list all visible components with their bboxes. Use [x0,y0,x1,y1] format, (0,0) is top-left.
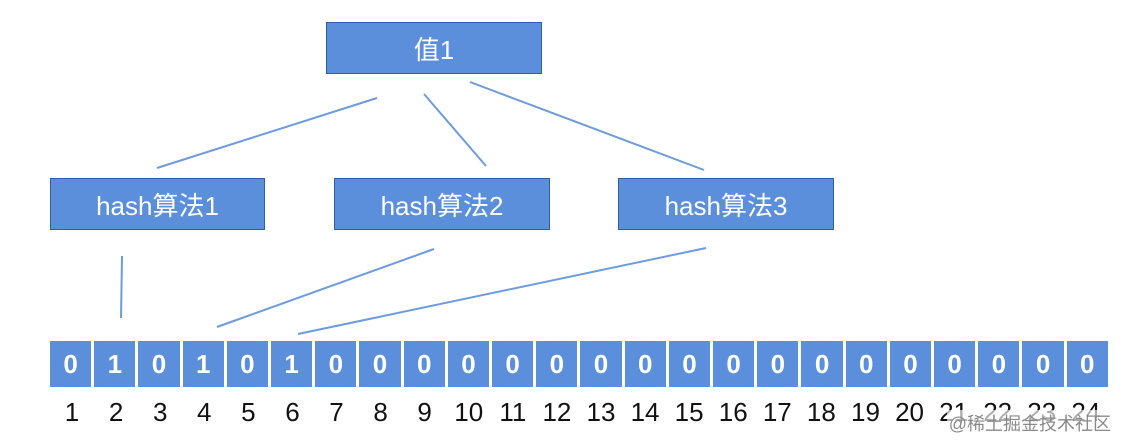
bit-index-label: 7 [329,396,344,427]
bit-index-label: 6 [285,396,300,427]
bit-index-label: 5 [241,396,256,427]
bit-index-label: 16 [718,396,748,427]
bit-cell: 0 [624,341,669,387]
connector-value-hash2 [423,93,487,167]
bit-cell: 0 [668,341,714,387]
bit-index-label: 3 [152,396,168,427]
bit-index-label: 17 [762,396,792,427]
bit-index-row: 123456789101112131415161718192021222324 [50,394,1108,430]
hash-function-3-box: hash算法3 [618,178,834,230]
bit-index-label: 19 [850,396,880,427]
bit-cell: 0 [934,341,979,387]
connector-value-hash3 [469,81,705,171]
bit-index-label: 4 [197,396,212,427]
bit-cell: 0 [50,341,95,387]
bit-index-label: 13 [586,396,616,427]
bit-index-label: 12 [542,396,572,427]
bit-index-label: 8 [373,396,388,427]
bit-cell: 1 [271,341,316,387]
bit-cell: 0 [315,341,360,387]
bit-cell: 0 [536,341,581,387]
bit-cell: 0 [359,341,404,387]
bit-cell: 0 [1066,341,1108,387]
connector-hash2-bit [216,248,435,328]
watermark: @稀土掘金技术社区 [946,410,1113,436]
connector-value-hash1 [156,97,378,169]
bit-index-label: 14 [630,396,660,427]
value-box: 值1 [326,22,542,74]
bit-index-label: 18 [806,396,836,427]
bit-index-label: 15 [674,396,704,427]
bit-cell: 0 [492,341,537,387]
bit-index-label: 11 [499,396,527,427]
bit-index-label: 20 [895,396,924,427]
bit-cell: 1 [182,341,227,387]
connector-hash1-bit [120,255,123,319]
bit-index-label: 10 [454,396,484,427]
bit-cell: 0 [447,341,493,387]
bit-index-label: 2 [108,396,124,427]
bit-cell: 0 [226,341,272,387]
bit-cell: 0 [845,341,890,387]
bit-cell: 1 [94,341,139,387]
hash-function-1-box: hash算法1 [50,178,265,230]
bit-cell: 0 [403,341,448,387]
bit-cell: 0 [1022,341,1067,387]
bit-cell: 0 [580,341,625,387]
bit-cell: 0 [138,341,183,387]
bit-index-label: 1 [64,396,80,427]
bit-index-label: 9 [417,396,432,427]
connector-hash3-bit [297,247,707,335]
hash-function-2-box: hash算法2 [334,178,550,230]
bit-cell: 0 [801,341,846,387]
bit-cell: 0 [757,341,802,387]
bit-cell: 0 [889,341,935,387]
bit-cell: 0 [978,341,1023,387]
bit-cell: 0 [713,341,758,387]
